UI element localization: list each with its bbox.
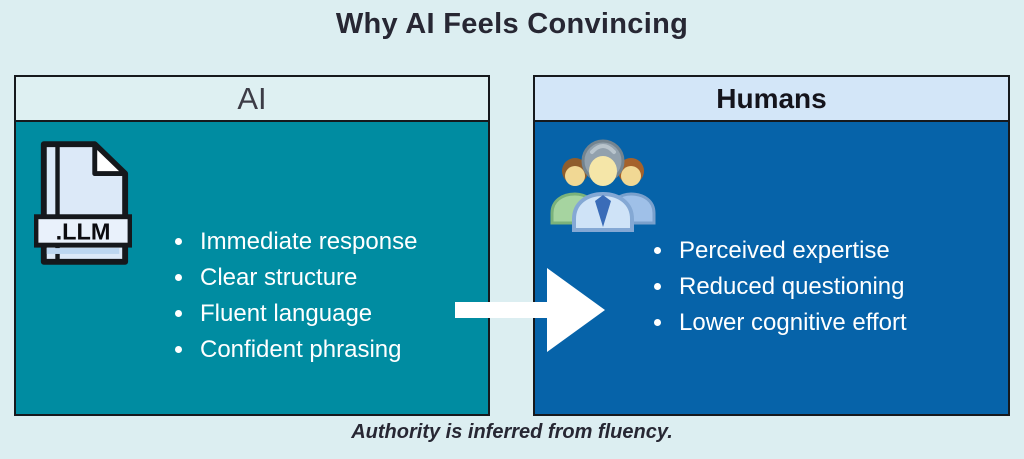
list-item: Confident phrasing: [196, 332, 488, 368]
panel-ai: AI .LLM Immediate response Clear structu…: [14, 75, 490, 416]
caption: Authority is inferred from fluency.: [351, 421, 673, 443]
panel-humans-header: Humans: [535, 77, 1008, 122]
panel-humans-body: Perceived expertise Reduced questioning …: [535, 122, 1008, 414]
list-item: Clear structure: [196, 260, 488, 296]
panel-ai-header: AI: [16, 77, 488, 122]
humans-bullet-list: Perceived expertise Reduced questioning …: [535, 122, 1008, 341]
ai-bullet-list: Immediate response Clear structure Fluen…: [16, 122, 488, 368]
llm-file-icon: .LLM: [34, 141, 132, 265]
list-item: Perceived expertise: [675, 233, 1008, 269]
list-item: Immediate response: [196, 224, 488, 260]
list-item: Reduced questioning: [675, 269, 1008, 305]
llm-icon-label: .LLM: [56, 218, 111, 244]
list-item: Lower cognitive effort: [675, 305, 1008, 341]
panel-ai-title: AI: [237, 80, 267, 116]
list-item: Fluent language: [196, 296, 488, 332]
panel-humans: Humans Perceived expertise: [533, 75, 1010, 416]
people-group-icon: [550, 139, 656, 232]
panel-ai-body: .LLM Immediate response Clear structure …: [16, 122, 488, 414]
page-title: Why AI Feels Convincing: [335, 8, 689, 40]
right-arrow-icon: [455, 268, 605, 352]
panel-humans-title: Humans: [716, 82, 827, 114]
